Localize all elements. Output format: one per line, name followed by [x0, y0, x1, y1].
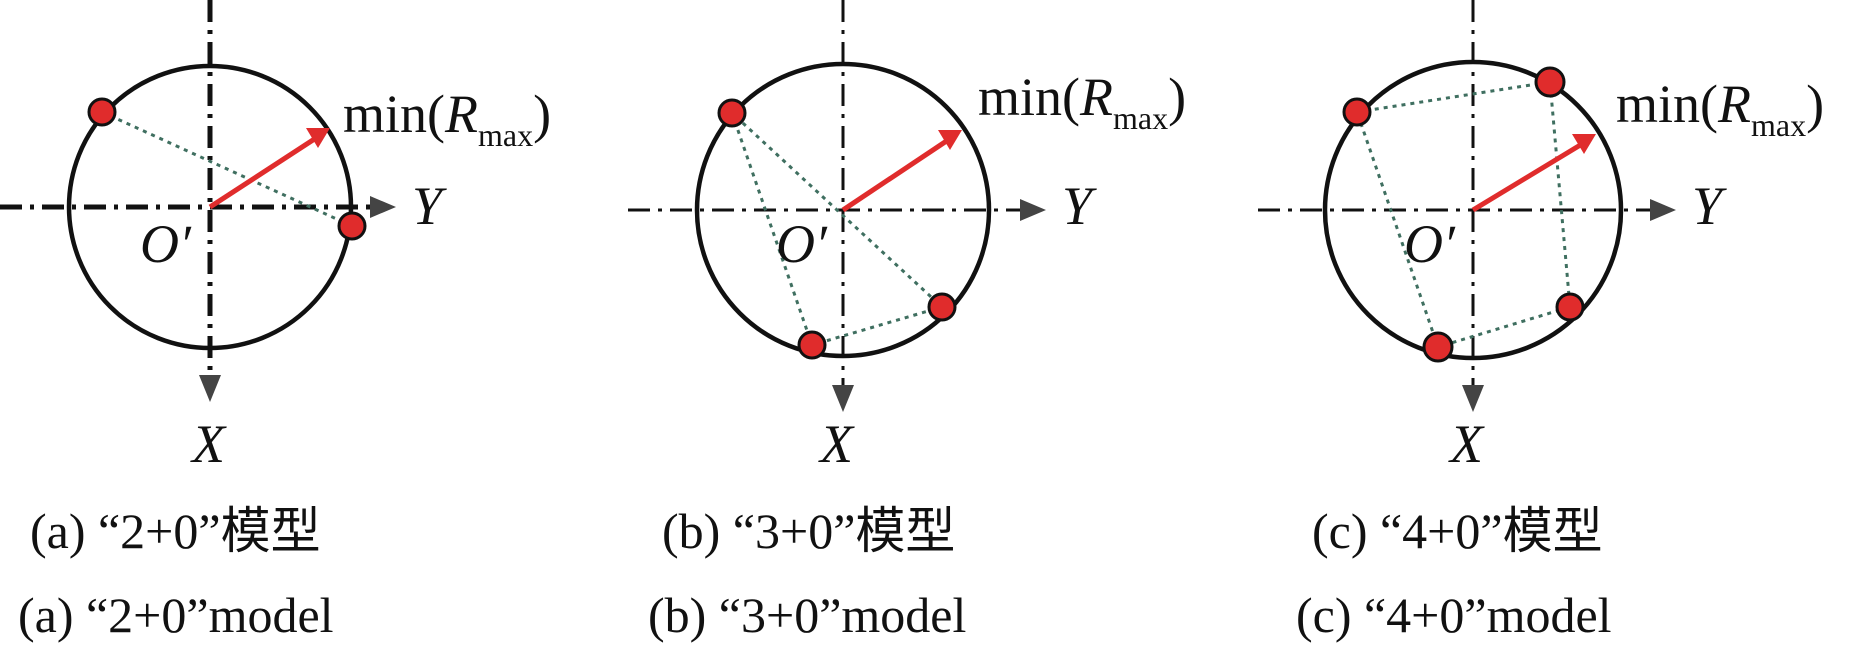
radius-arrow-b [841, 137, 950, 213]
contact-point-b1 [717, 98, 747, 128]
panel-a: min(Rmax) O′ Y X (a) “2+0”模型 (a) “2+0”mo… [0, 0, 551, 643]
x-axis-arrow-a [199, 375, 221, 402]
contact-point-a2 [337, 211, 367, 241]
radius-arrowhead-a [306, 128, 330, 148]
label-x-a: X [190, 414, 227, 474]
x-axis-arrow-b [832, 385, 854, 412]
radius-arrow-c [1471, 141, 1584, 213]
caption-cn-c: (c) “4+0”模型 [1312, 503, 1603, 559]
caption-en-a: (a) “2+0”model [18, 587, 334, 643]
panel-c: min(Rmax) O′ Y X (c) “4+0”模型 (c) “4+0”mo… [1258, 0, 1824, 643]
panel-b: min(Rmax) O′ Y X (b) “3+0”模型 (b) “3+0”mo… [628, 0, 1186, 643]
label-min-b: min(Rmax) [978, 67, 1186, 136]
enclosing-circle-b [694, 61, 992, 359]
contact-point-c2 [1534, 66, 1566, 98]
x-axis-arrow-c [1462, 385, 1484, 412]
triangle-b [730, 111, 945, 347]
radius-arrowhead-b [938, 130, 962, 150]
contact-point-a1 [87, 97, 117, 127]
contact-point-b3 [927, 292, 957, 322]
radius-arrowhead-c [1572, 134, 1596, 154]
y-axis-arrow-c [1650, 199, 1676, 221]
contact-point-c4 [1422, 331, 1454, 363]
contact-point-b2 [797, 330, 827, 360]
y-axis-arrow-a [370, 196, 396, 218]
chord-a [101, 110, 353, 228]
label-y-c: Y [1692, 176, 1727, 236]
quadrilateral-c [1355, 80, 1572, 349]
label-y-b: Y [1062, 176, 1097, 236]
caption-cn-a: (a) “2+0”模型 [30, 503, 321, 559]
label-origin-b: O′ [776, 214, 828, 274]
y-axis-arrow-b [1020, 199, 1046, 221]
label-x-b: X [818, 414, 855, 474]
radius-arrow-a [208, 135, 318, 210]
contact-point-c3 [1555, 292, 1585, 322]
enclosing-circle-c [1322, 59, 1624, 361]
label-origin-a: O′ [140, 214, 192, 274]
contact-point-c1 [1342, 97, 1372, 127]
caption-cn-b: (b) “3+0”模型 [662, 503, 955, 559]
label-origin-c: O′ [1404, 214, 1456, 274]
enclosing-circle-a [66, 63, 354, 351]
label-min-c: min(Rmax) [1616, 74, 1824, 143]
caption-en-b: (b) “3+0”model [648, 587, 966, 643]
label-x-c: X [1448, 414, 1485, 474]
label-min-a: min(Rmax) [343, 84, 551, 153]
label-y-a: Y [412, 176, 447, 236]
caption-en-c: (c) “4+0”model [1296, 587, 1612, 643]
